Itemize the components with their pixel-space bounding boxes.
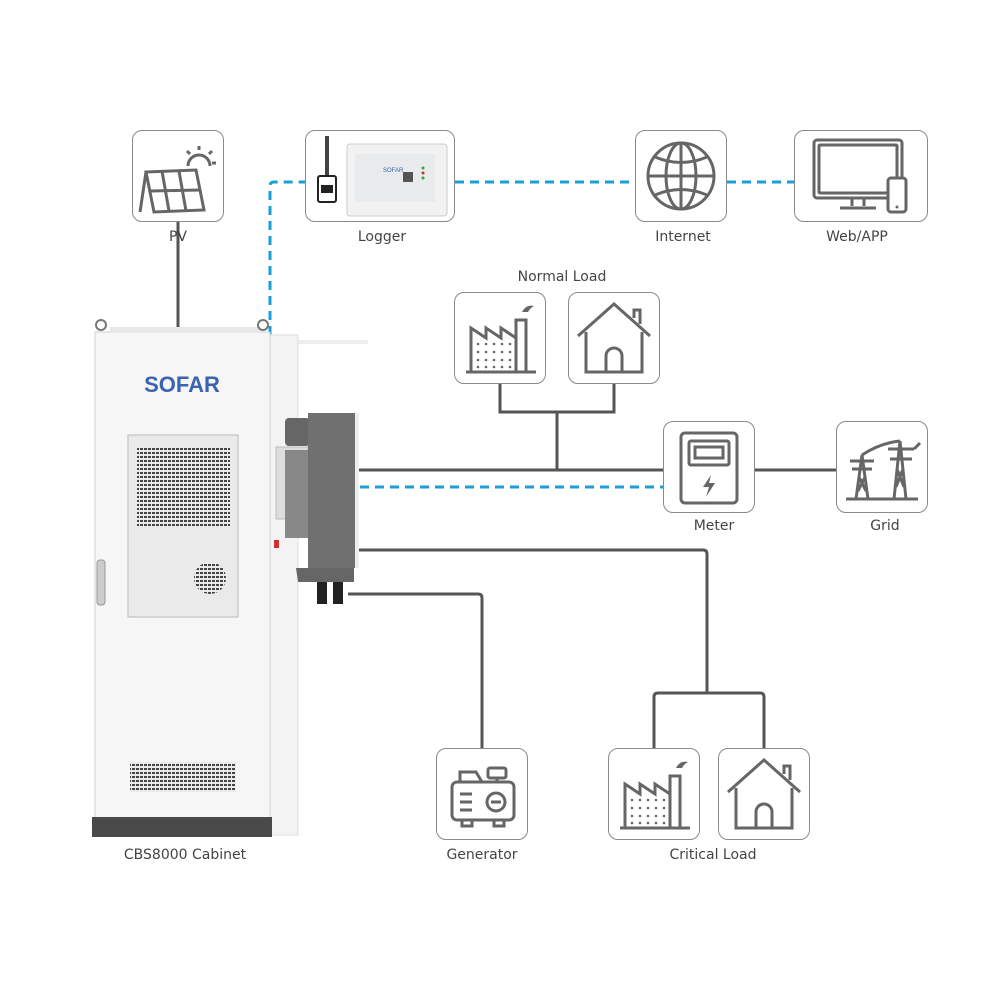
meter-icon <box>679 431 739 505</box>
vent-grille <box>130 447 236 792</box>
meter-node[interactable] <box>663 421 755 513</box>
normal-load-house-node[interactable] <box>568 292 660 384</box>
logger-brand: SOFAR <box>383 168 404 174</box>
normal-load-factory-node[interactable] <box>454 292 546 384</box>
webapp-node[interactable] <box>794 130 928 222</box>
internet-label: Internet <box>655 229 711 245</box>
monitor-phone-icon <box>812 138 908 214</box>
generator-label: Generator <box>446 847 518 863</box>
normal-load-label: Normal Load <box>517 269 607 285</box>
critical-load-bus <box>652 691 766 748</box>
power-tower-icon <box>846 439 922 501</box>
critical-load-line <box>357 548 709 693</box>
power-lines <box>176 222 836 748</box>
factory-icon <box>466 305 536 374</box>
critical-load-house-node[interactable] <box>718 748 810 840</box>
internet-node[interactable] <box>635 130 727 222</box>
house-icon <box>727 757 801 830</box>
factory-icon <box>620 761 690 830</box>
factory-windows <box>630 798 666 825</box>
pv-node[interactable] <box>132 130 224 222</box>
cabinet-label: CBS8000 Cabinet <box>123 847 247 863</box>
normal-load-bus <box>498 384 616 414</box>
generator-line <box>348 592 484 748</box>
inverter-illustration <box>274 413 359 604</box>
cabinet-brand-logo: SOFAR <box>144 372 220 397</box>
logger-device-icon: SOFAR <box>317 136 448 217</box>
logger-label: Logger <box>357 229 407 245</box>
factory-windows <box>476 342 512 369</box>
solar-panel-icon <box>138 146 216 214</box>
generator-icon <box>450 766 516 828</box>
grid-node[interactable] <box>836 421 928 513</box>
logger-node[interactable]: SOFAR <box>305 130 455 222</box>
house-icon <box>577 301 651 374</box>
cabinet-illustration: SOFAR <box>92 319 368 837</box>
cabinet-logger-comm <box>268 180 305 335</box>
critical-load-factory-node[interactable] <box>608 748 700 840</box>
meter-label: Meter <box>693 518 735 534</box>
generator-node[interactable] <box>436 748 528 840</box>
pv-label: PV <box>168 229 188 245</box>
webapp-label: Web/APP <box>826 229 888 245</box>
grid-label: Grid <box>870 518 900 534</box>
critical-load-label: Critical Load <box>669 847 757 863</box>
globe-icon <box>646 141 716 211</box>
comm-lines <box>268 180 794 489</box>
